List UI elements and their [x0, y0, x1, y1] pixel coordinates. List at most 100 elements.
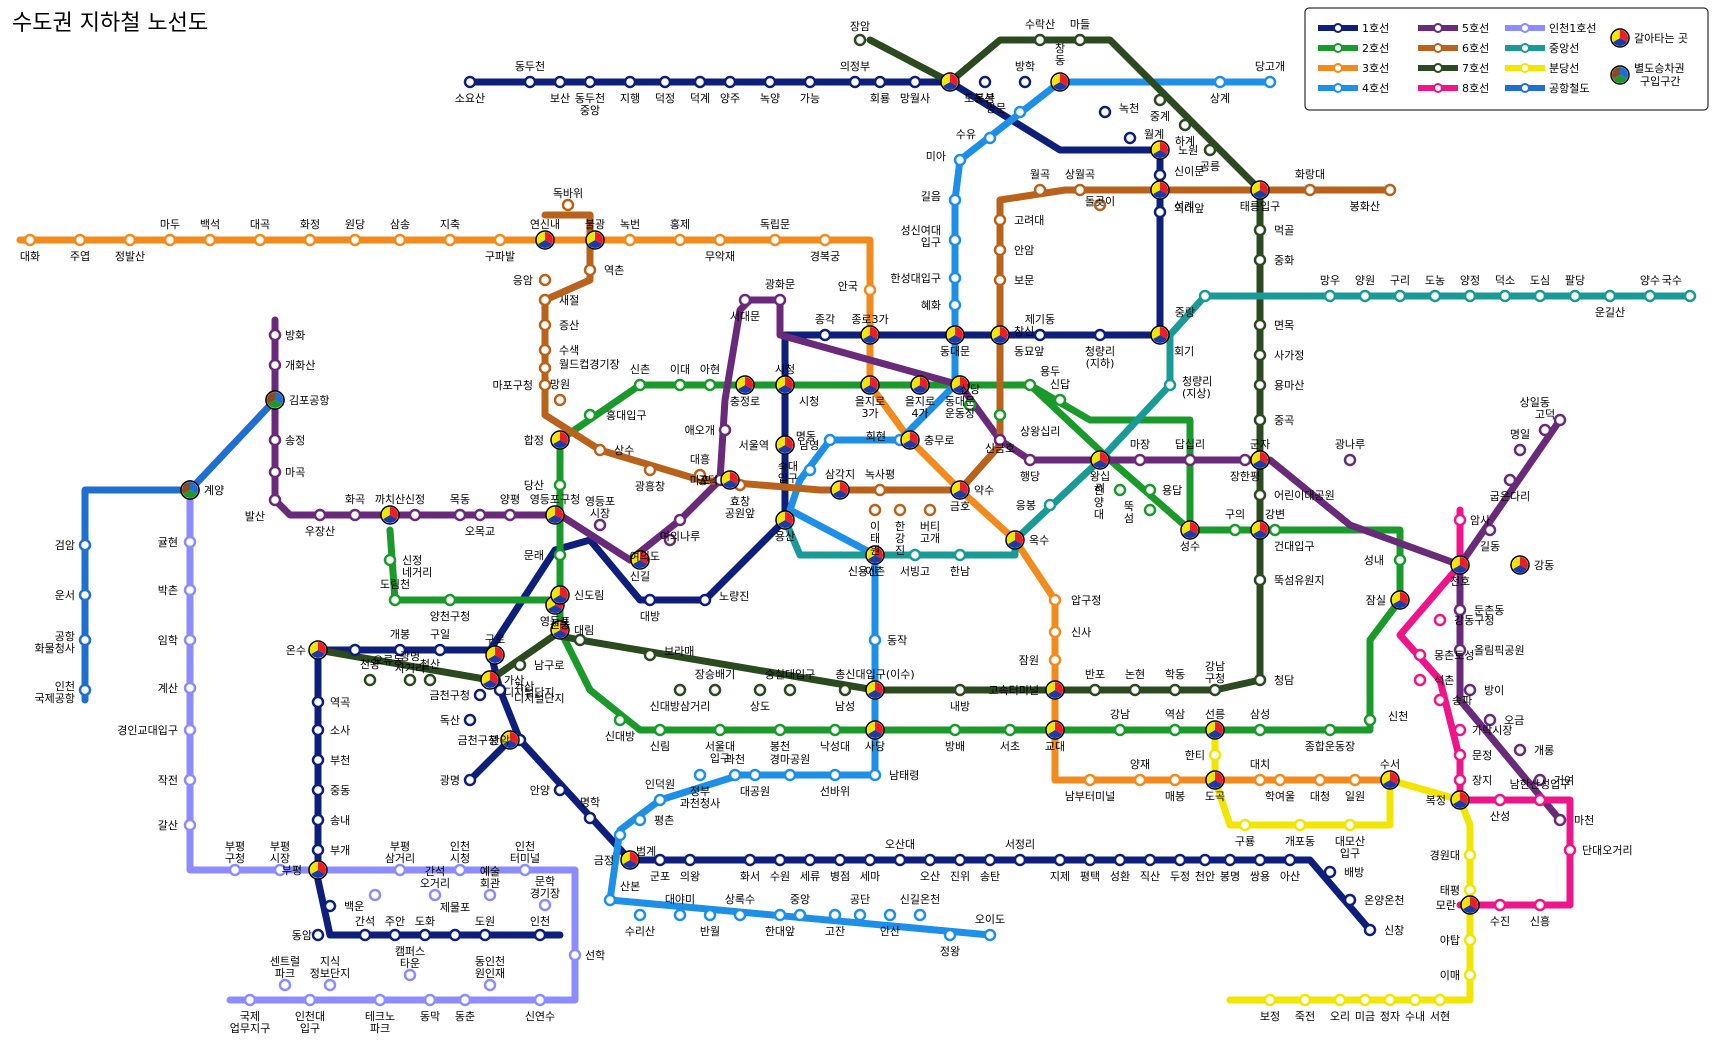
- station-marker[interactable]: [853, 33, 867, 47]
- transfer-station[interactable]: [1045, 720, 1065, 740]
- station-marker[interactable]: [948, 193, 962, 207]
- station-marker[interactable]: [783, 768, 797, 782]
- station-marker[interactable]: [1283, 853, 1297, 867]
- station-marker[interactable]: [953, 683, 967, 697]
- station-marker[interactable]: [698, 593, 712, 607]
- station-marker[interactable]: [948, 298, 962, 312]
- station-marker[interactable]: [1568, 289, 1582, 303]
- station-marker[interactable]: [1413, 648, 1427, 662]
- station-marker[interactable]: [1013, 105, 1027, 119]
- station-marker[interactable]: [1173, 853, 1187, 867]
- station-marker[interactable]: [683, 853, 697, 867]
- station-marker[interactable]: [948, 723, 962, 737]
- station-marker[interactable]: [913, 908, 927, 922]
- transfer-station[interactable]: [1250, 180, 1270, 200]
- transfer-station[interactable]: [865, 680, 885, 700]
- station-marker[interactable]: [673, 513, 687, 527]
- station-marker[interactable]: [538, 378, 552, 392]
- station-marker[interactable]: [1323, 289, 1337, 303]
- station-marker[interactable]: [1048, 625, 1062, 639]
- transfer-station[interactable]: [720, 470, 740, 490]
- station-marker[interactable]: [311, 695, 325, 709]
- station-marker[interactable]: [1383, 993, 1397, 1007]
- station-marker[interactable]: [823, 433, 837, 447]
- station-marker[interactable]: [1048, 653, 1062, 667]
- station-marker[interactable]: [1513, 443, 1527, 457]
- station-marker[interactable]: [1323, 723, 1337, 737]
- station-marker[interactable]: [348, 508, 362, 522]
- station-marker[interactable]: [1393, 553, 1407, 567]
- station-marker[interactable]: [388, 593, 402, 607]
- station-marker[interactable]: [1143, 503, 1157, 517]
- station-marker[interactable]: [478, 928, 492, 942]
- station-marker[interactable]: [311, 813, 325, 827]
- station-marker[interactable]: [1213, 75, 1227, 89]
- transfer-station[interactable]: [1450, 555, 1470, 575]
- station-marker[interactable]: [503, 508, 517, 522]
- transfer-station[interactable]: [950, 480, 970, 500]
- station-marker[interactable]: [183, 723, 197, 737]
- station-marker[interactable]: [228, 863, 242, 877]
- transfer-station[interactable]: [535, 230, 555, 250]
- station-marker[interactable]: [183, 681, 197, 695]
- station-marker[interactable]: [583, 408, 597, 422]
- station-marker[interactable]: [1533, 773, 1547, 787]
- station-marker[interactable]: [1463, 848, 1477, 862]
- station-marker[interactable]: [1683, 289, 1697, 303]
- station-marker[interactable]: [738, 293, 752, 307]
- station-marker[interactable]: [963, 398, 977, 412]
- station-marker[interactable]: [943, 928, 957, 942]
- station-marker[interactable]: [1208, 748, 1222, 762]
- station-marker[interactable]: [553, 393, 567, 407]
- station-marker[interactable]: [1253, 223, 1267, 237]
- station-marker[interactable]: [993, 213, 1007, 227]
- transfer-station[interactable]: [940, 72, 960, 92]
- station-marker[interactable]: [803, 75, 817, 89]
- station-marker[interactable]: [1228, 523, 1242, 537]
- station-marker[interactable]: [311, 843, 325, 857]
- station-marker[interactable]: [773, 853, 787, 867]
- transfer-station[interactable]: [1050, 72, 1070, 92]
- station-marker[interactable]: [1253, 723, 1267, 737]
- station-marker[interactable]: [993, 243, 1007, 257]
- station-marker[interactable]: [453, 863, 467, 877]
- station-marker[interactable]: [1178, 118, 1192, 132]
- station-marker[interactable]: [1023, 378, 1037, 392]
- station-marker[interactable]: [868, 503, 882, 517]
- station-marker[interactable]: [643, 593, 657, 607]
- station-marker[interactable]: [673, 683, 687, 697]
- station-marker[interactable]: [553, 478, 567, 492]
- station-marker[interactable]: [538, 361, 552, 375]
- station-marker[interactable]: [743, 853, 757, 867]
- station-marker[interactable]: [538, 273, 552, 287]
- station-marker[interactable]: [1298, 993, 1312, 1007]
- station-marker[interactable]: [538, 318, 552, 332]
- station-marker[interactable]: [1253, 318, 1267, 332]
- station-marker[interactable]: [493, 233, 507, 247]
- station-marker[interactable]: [833, 853, 847, 867]
- station-marker[interactable]: [1363, 923, 1377, 937]
- station-marker[interactable]: [418, 928, 432, 942]
- station-marker[interactable]: [1133, 453, 1147, 467]
- station-marker[interactable]: [868, 768, 882, 782]
- station-marker[interactable]: [1123, 131, 1137, 145]
- station-marker[interactable]: [593, 443, 607, 457]
- station-marker[interactable]: [268, 328, 282, 342]
- station-marker[interactable]: [1053, 853, 1067, 867]
- station-marker[interactable]: [723, 75, 737, 89]
- station-marker[interactable]: [1168, 723, 1182, 737]
- station-marker[interactable]: [183, 818, 197, 832]
- station-marker[interactable]: [1348, 773, 1362, 787]
- station-marker[interactable]: [708, 683, 722, 697]
- station-marker[interactable]: [953, 548, 967, 562]
- station-marker[interactable]: [1498, 289, 1512, 303]
- station-marker[interactable]: [793, 908, 807, 922]
- transfer-station[interactable]: [775, 435, 795, 455]
- station-marker[interactable]: [1453, 603, 1467, 617]
- station-marker[interactable]: [1018, 75, 1032, 89]
- transfer-station[interactable]: [308, 860, 328, 880]
- station-marker[interactable]: [203, 233, 217, 247]
- station-marker[interactable]: [873, 75, 887, 89]
- station-marker[interactable]: [863, 283, 877, 297]
- station-marker[interactable]: [1198, 289, 1212, 303]
